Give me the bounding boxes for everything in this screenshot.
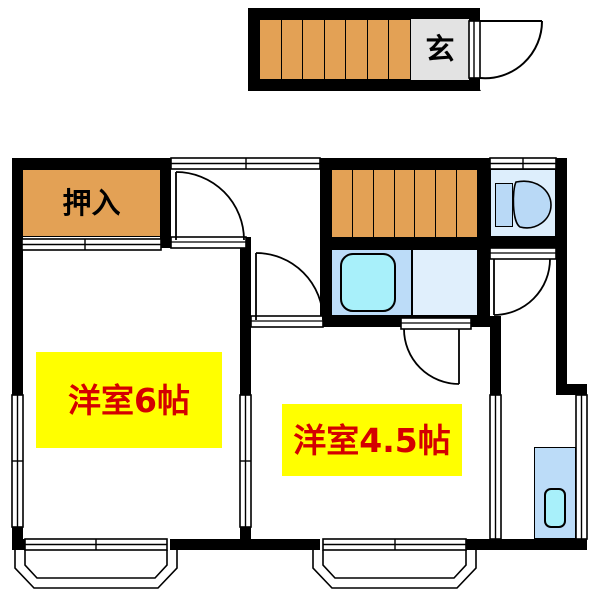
main-wall-right-upper [556, 158, 567, 395]
genkan-tile-area [411, 19, 469, 80]
left-side-window [11, 394, 24, 528]
room-divider-vertical [240, 327, 251, 527]
floor-plank [346, 20, 368, 79]
floor-plank [457, 170, 477, 237]
room-label-45jo: 洋室4.5帖 [282, 404, 462, 476]
main-wall-bottom-b [170, 539, 320, 550]
balcony-drain [544, 488, 566, 528]
bath-tub [340, 253, 396, 312]
room45-door [250, 252, 324, 328]
toilet-tank [495, 183, 513, 227]
kitchen-divider-horizontal [320, 238, 490, 249]
main-wall-right-ext [556, 384, 587, 395]
floor-plank [260, 20, 282, 79]
main-wall-left-upper [12, 158, 23, 395]
floor-plank [368, 20, 390, 79]
main-wall-bottom-c [466, 539, 587, 550]
room-divider-bottom-nub [240, 527, 251, 539]
floor-plank [374, 170, 395, 237]
toilet-door [489, 247, 557, 316]
closet-sliding-door [21, 238, 162, 251]
genkan-wall-right-lower [469, 78, 480, 91]
main-wall-left-lower [12, 527, 23, 539]
wash-area [412, 249, 478, 316]
toilet-wall-left [478, 158, 490, 248]
floor-plank [389, 20, 410, 79]
floor-plank [325, 20, 347, 79]
bath-door [400, 317, 472, 385]
floor-plank [395, 170, 416, 237]
closet-wall-bottom-nub [160, 237, 186, 248]
hall-wall-vertical-upper [240, 237, 251, 327]
genkan-label: 玄 [425, 32, 455, 66]
floor-plank [353, 170, 374, 237]
balcony-side-window [489, 394, 502, 540]
closet-label: 押入 [62, 185, 121, 220]
hall-right-wall [490, 316, 501, 395]
kitchen-wall-bottom [320, 316, 490, 327]
main-wall-top-mid [320, 158, 489, 169]
floor-plank [415, 170, 437, 237]
genkan-wall-right-upper [469, 8, 480, 21]
closet-wall-right [160, 158, 171, 246]
genkan-wall-top [248, 8, 480, 19]
hall-top-window [170, 157, 321, 170]
main-wall-bottom-a [12, 539, 42, 550]
closet-area [22, 169, 161, 237]
genkan-wall-left [248, 8, 259, 91]
bay-window-right [312, 538, 477, 589]
floor-plank [332, 170, 353, 237]
toilet-top-window [489, 157, 557, 170]
entrance-door [468, 20, 544, 80]
kitchen-wood-floor [331, 169, 478, 238]
room-label-6jo: 洋室6帖 [36, 352, 222, 448]
genkan-wall-bottom [248, 80, 480, 91]
floor-plank [282, 20, 304, 79]
main-wall-top-left [12, 158, 184, 169]
main-wall-right-lower [576, 384, 587, 544]
floor-plank [303, 20, 325, 79]
entrance-wood-floor [259, 19, 411, 80]
toilet-wall-bottom [478, 237, 558, 248]
floor-plank [436, 170, 458, 237]
